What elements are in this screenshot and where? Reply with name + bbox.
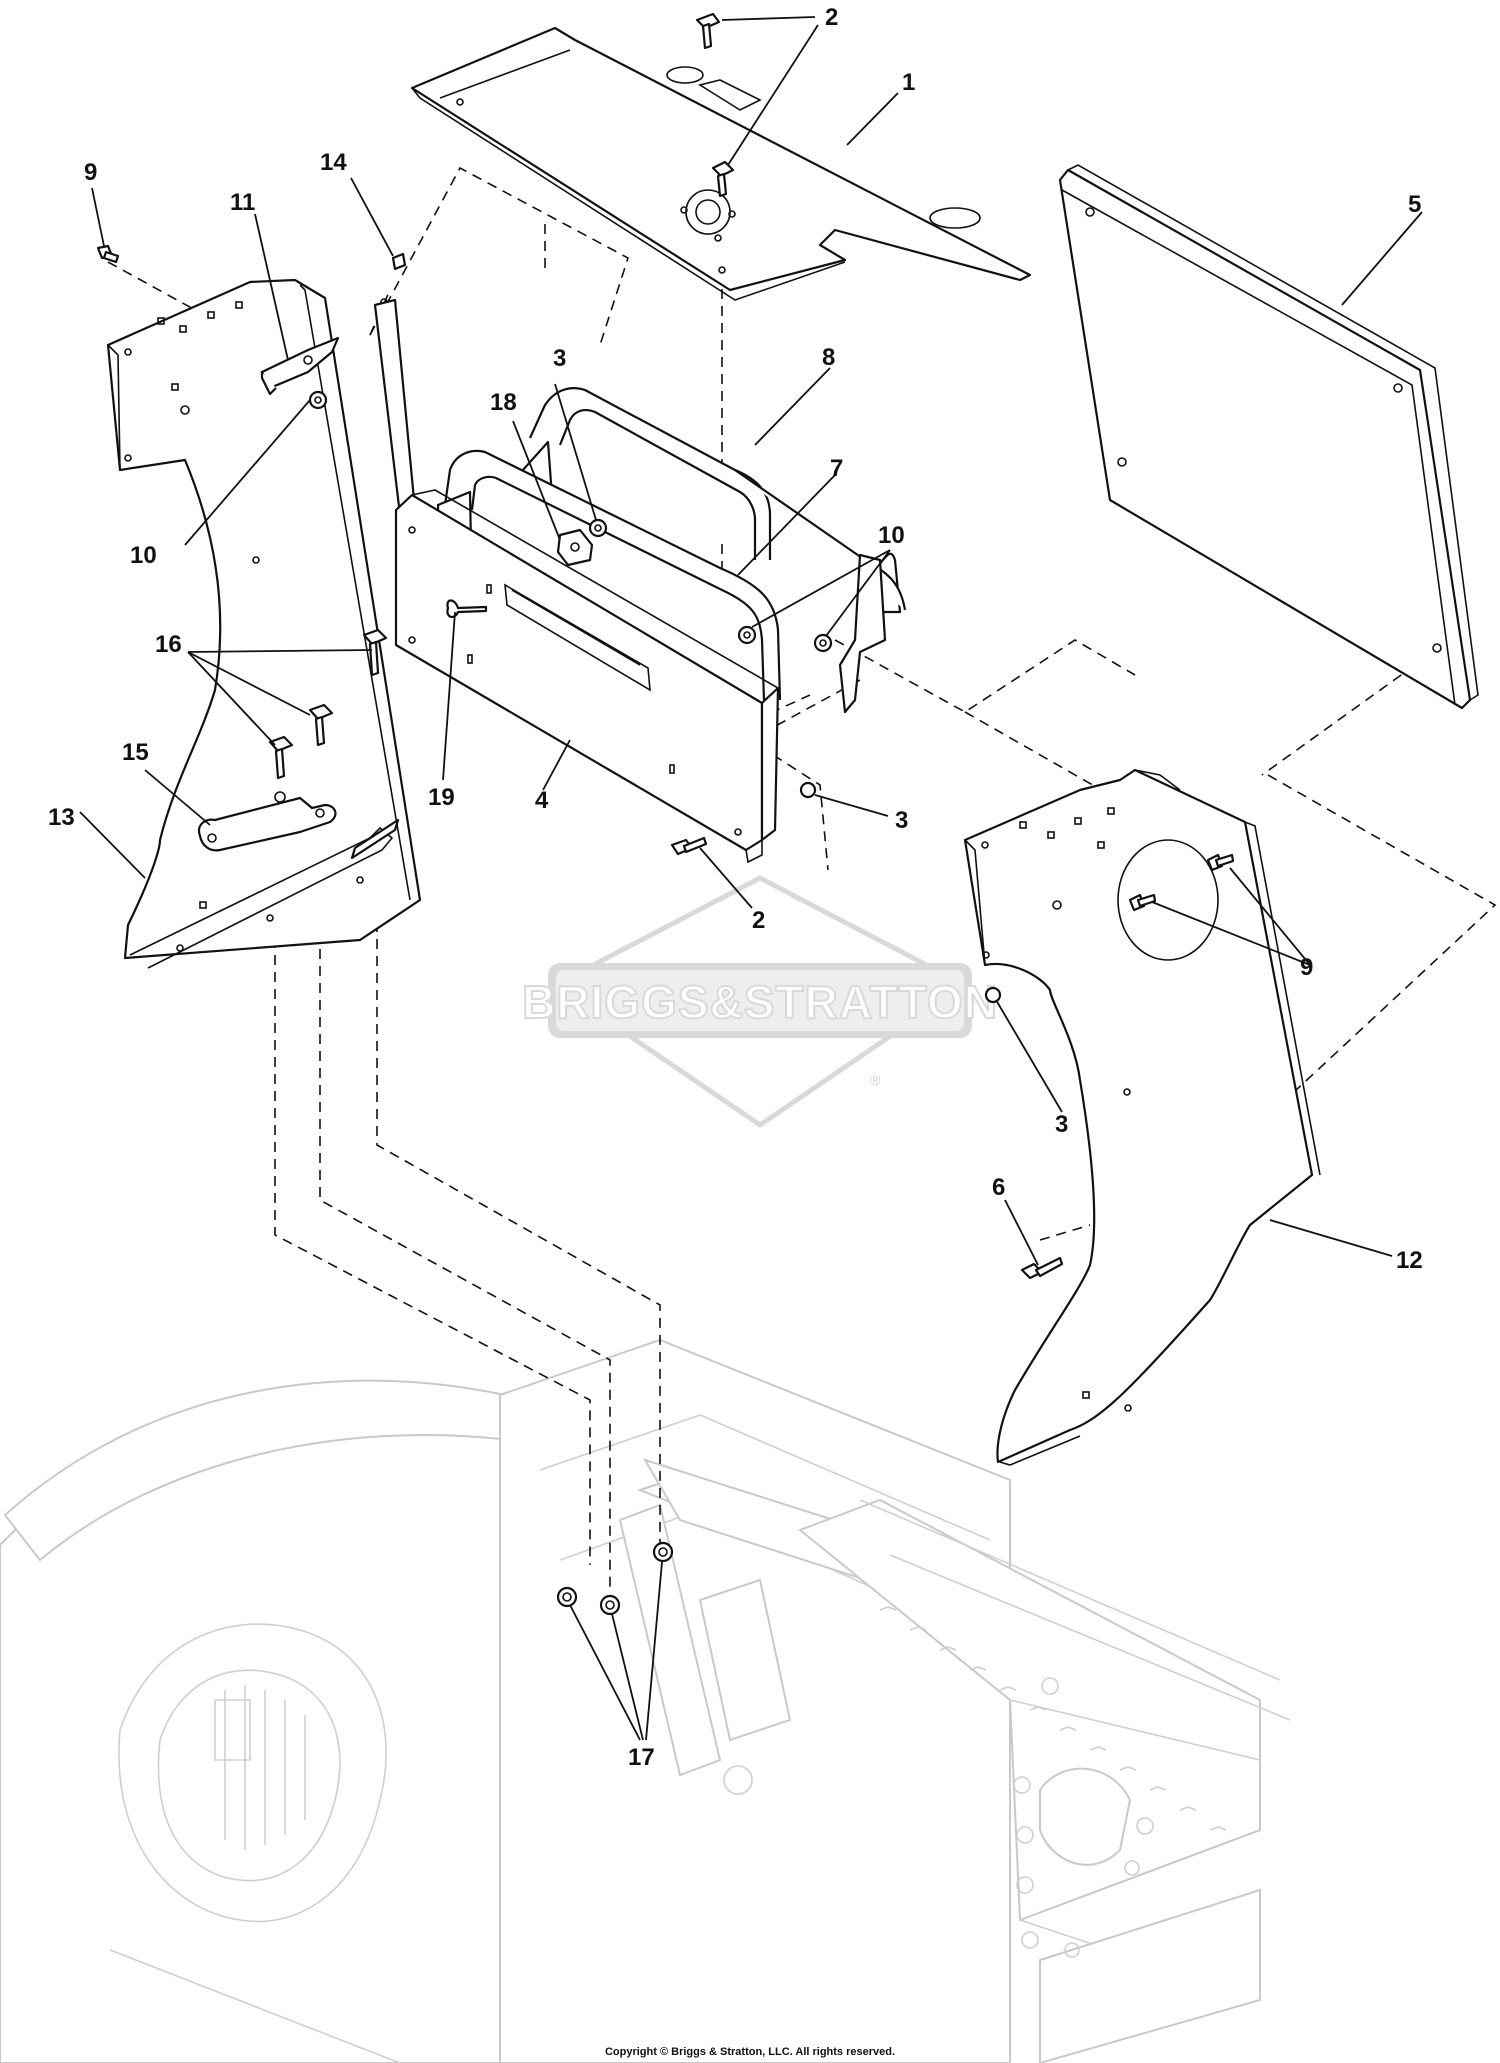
callout-12: 12 bbox=[1396, 1247, 1423, 1274]
callout-9-left: 9 bbox=[84, 159, 97, 186]
callout-6: 6 bbox=[992, 1174, 1005, 1201]
small-plate bbox=[556, 528, 594, 567]
callout-7: 7 bbox=[830, 455, 843, 482]
callout-10-left: 10 bbox=[130, 542, 157, 569]
top-cover-plate bbox=[410, 26, 1032, 301]
callout-2-top: 2 bbox=[825, 4, 838, 31]
latch-bracket bbox=[260, 336, 340, 396]
copyright-notice: Copyright © Briggs & Stratton, LLC. All … bbox=[604, 2046, 896, 2058]
callout-5: 5 bbox=[1408, 191, 1421, 218]
callout-13: 13 bbox=[48, 804, 75, 831]
callout-4: 4 bbox=[535, 787, 549, 814]
right-side-shield bbox=[963, 768, 1321, 1466]
callout-3-top: 3 bbox=[553, 345, 566, 372]
callout-10-right: 10 bbox=[878, 522, 905, 549]
callout-17: 17 bbox=[628, 1744, 655, 1771]
callout-14: 14 bbox=[320, 149, 347, 176]
callout-1: 1 bbox=[902, 69, 915, 96]
callout-2-bottom: 2 bbox=[752, 907, 765, 934]
callout-18: 18 bbox=[490, 389, 517, 416]
callout-11: 11 bbox=[230, 189, 255, 216]
brand-watermark: BRIGGS&STRATTON ® bbox=[521, 875, 998, 1129]
callout-3-mid: 3 bbox=[895, 807, 908, 834]
callout-3-right: 3 bbox=[1055, 1111, 1068, 1138]
callout-19: 19 bbox=[428, 784, 455, 811]
callout-labels: 2 1 9 14 11 5 8 3 18 7 10 10 16 15 13 19… bbox=[48, 4, 1423, 1771]
callout-8: 8 bbox=[822, 344, 835, 371]
machine-base-ghost bbox=[0, 1338, 1291, 2063]
callout-9-right: 9 bbox=[1300, 954, 1313, 981]
left-side-shield bbox=[106, 278, 422, 969]
callout-16: 16 bbox=[155, 631, 182, 658]
leader-lines bbox=[79, 16, 1423, 1741]
callout-15: 15 bbox=[122, 739, 149, 766]
front-beam bbox=[394, 489, 780, 864]
watermark-text: BRIGGS&STRATTON bbox=[522, 976, 998, 1028]
fasteners bbox=[96, 12, 1235, 1616]
mounting-bracket bbox=[197, 791, 337, 852]
side-panel bbox=[1058, 164, 1479, 710]
watermark-registered-mark: ® bbox=[870, 1072, 881, 1088]
